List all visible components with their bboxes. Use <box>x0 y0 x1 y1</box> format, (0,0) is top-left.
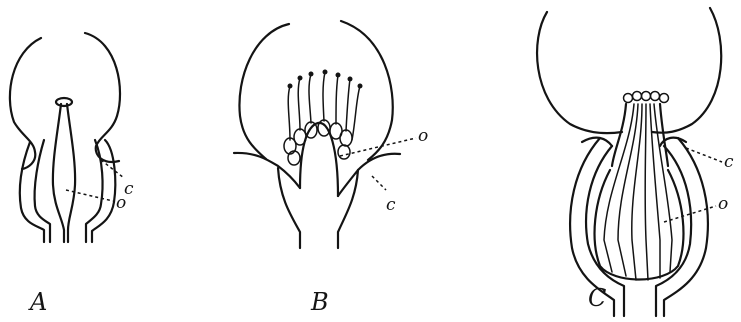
figure-a-caption: A <box>28 288 47 316</box>
figure-c-stigmas <box>624 92 669 103</box>
figure-b-balloon <box>239 24 289 159</box>
figure-a-label-o: o <box>116 193 126 213</box>
figure-a-outer-wall-right <box>85 33 120 162</box>
figure-b-sepal-right <box>338 154 400 196</box>
figure-b-leader-c <box>372 176 386 190</box>
figure-c-caption: C <box>588 284 606 312</box>
figure-a-column-cap <box>56 98 72 106</box>
figure-a-cup-right <box>92 140 115 242</box>
figure-b-label-o: o <box>418 126 428 146</box>
figure-b-label-c: c <box>386 195 396 215</box>
figure-b: o c B <box>234 21 428 316</box>
figure-a-inner-cup-right <box>86 140 103 242</box>
figure-c-balloon <box>537 12 622 133</box>
figure-b-caption: B <box>310 288 329 316</box>
figure-c: c o C <box>537 8 734 316</box>
figure-c-cup-inner-right <box>656 146 691 316</box>
figure-b-ovules <box>284 120 352 165</box>
figure-a-outer-wall <box>10 38 41 169</box>
figure-a: c o A <box>10 33 134 316</box>
figure-c-label-o: o <box>718 194 728 214</box>
figure-a-column <box>53 104 75 242</box>
figure-c-balloon-right <box>652 8 721 133</box>
figure-b-sepal-left <box>234 153 300 188</box>
figure-c-label-c: c <box>724 152 734 172</box>
figure-b-stem <box>278 168 358 248</box>
